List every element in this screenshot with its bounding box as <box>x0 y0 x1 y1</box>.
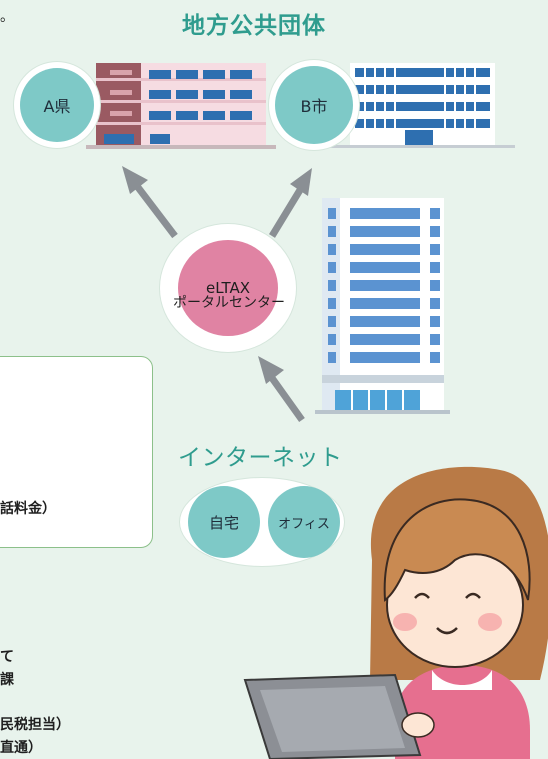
arrow-portal-to-a <box>122 166 178 239</box>
a-pref-building <box>86 63 276 149</box>
info-box-partial-line: 話料金） <box>0 501 56 517</box>
office-label: オフィス <box>278 516 330 532</box>
bottom-line-3: 民税担当） <box>0 717 70 733</box>
local-governments-title: 地方公共団体 <box>182 13 326 39</box>
a-pref-node[interactable]: A県 <box>20 68 94 142</box>
arrow-portal-to-b <box>269 168 312 238</box>
portal-center-node[interactable]: eLTAX <box>178 240 278 336</box>
portal-label-line1: eLTAX <box>205 279 251 297</box>
bottom-line-4: 直通） <box>0 740 42 756</box>
woman-with-laptop-illustration <box>243 466 548 759</box>
internet-label: インターネット <box>178 445 343 471</box>
a-pref-label: A県 <box>43 97 71 116</box>
b-city-node[interactable]: B市 <box>275 66 353 144</box>
bottom-line-1: て <box>0 649 14 665</box>
bottom-line-2: 課 <box>0 672 14 688</box>
portal-label-line2: ポータルセンター <box>173 295 285 311</box>
b-city-building <box>330 63 515 148</box>
home-node[interactable]: 自宅 <box>188 486 260 558</box>
home-label: 自宅 <box>208 513 239 532</box>
portal-center-building <box>315 198 450 414</box>
arrow-internet-to-portal <box>258 356 305 423</box>
b-city-label: B市 <box>300 97 328 116</box>
top-left-fragment: 。 <box>0 9 14 25</box>
office-node[interactable]: オフィス <box>268 486 340 558</box>
info-box <box>0 356 153 548</box>
